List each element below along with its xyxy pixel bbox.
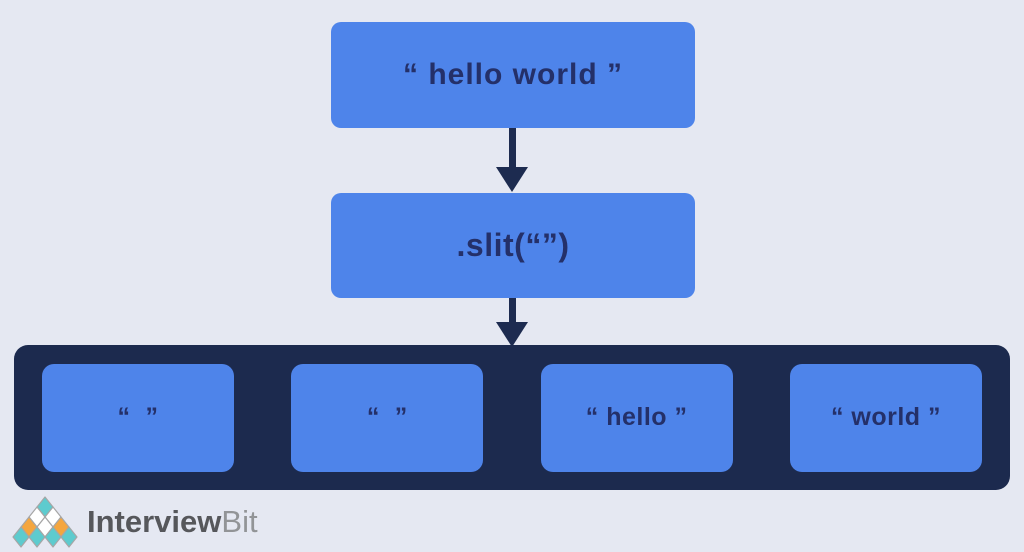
input-string-box: “ hello world ” [331, 22, 695, 128]
logo-text-interview: Interview [87, 504, 222, 539]
interviewbit-logo-text: InterviewBit [87, 504, 258, 540]
arrow-head [496, 322, 528, 347]
result-item-box: “ ” [42, 363, 234, 472]
result-item-box: “ hello ” [540, 363, 733, 472]
result-item-label: “ ” [117, 403, 159, 431]
interviewbit-logo: InterviewBit [12, 496, 258, 548]
result-item-box: “ ” [291, 363, 484, 472]
result-item-label: “ world ” [830, 403, 942, 431]
result-item-label: “ hello ” [585, 403, 688, 431]
logo-text-bit: Bit [221, 504, 258, 539]
arrow-down-icon [496, 128, 528, 192]
arrow-shaft [508, 128, 516, 167]
arrow-head [496, 167, 528, 192]
result-item-box: “ world ” [789, 363, 982, 472]
arrow-down-icon [496, 298, 528, 347]
arrow-shaft [508, 298, 516, 322]
split-operation-label: .slit(“”) [456, 227, 570, 263]
interviewbit-pyramid-icon [12, 496, 78, 548]
result-array-container: “ ” “ ” “ hello ” “ world ” [14, 345, 1010, 490]
input-string-label: “ hello world ” [402, 58, 623, 91]
result-item-label: “ ” [366, 403, 408, 431]
split-operation-box: .slit(“”) [331, 193, 695, 298]
